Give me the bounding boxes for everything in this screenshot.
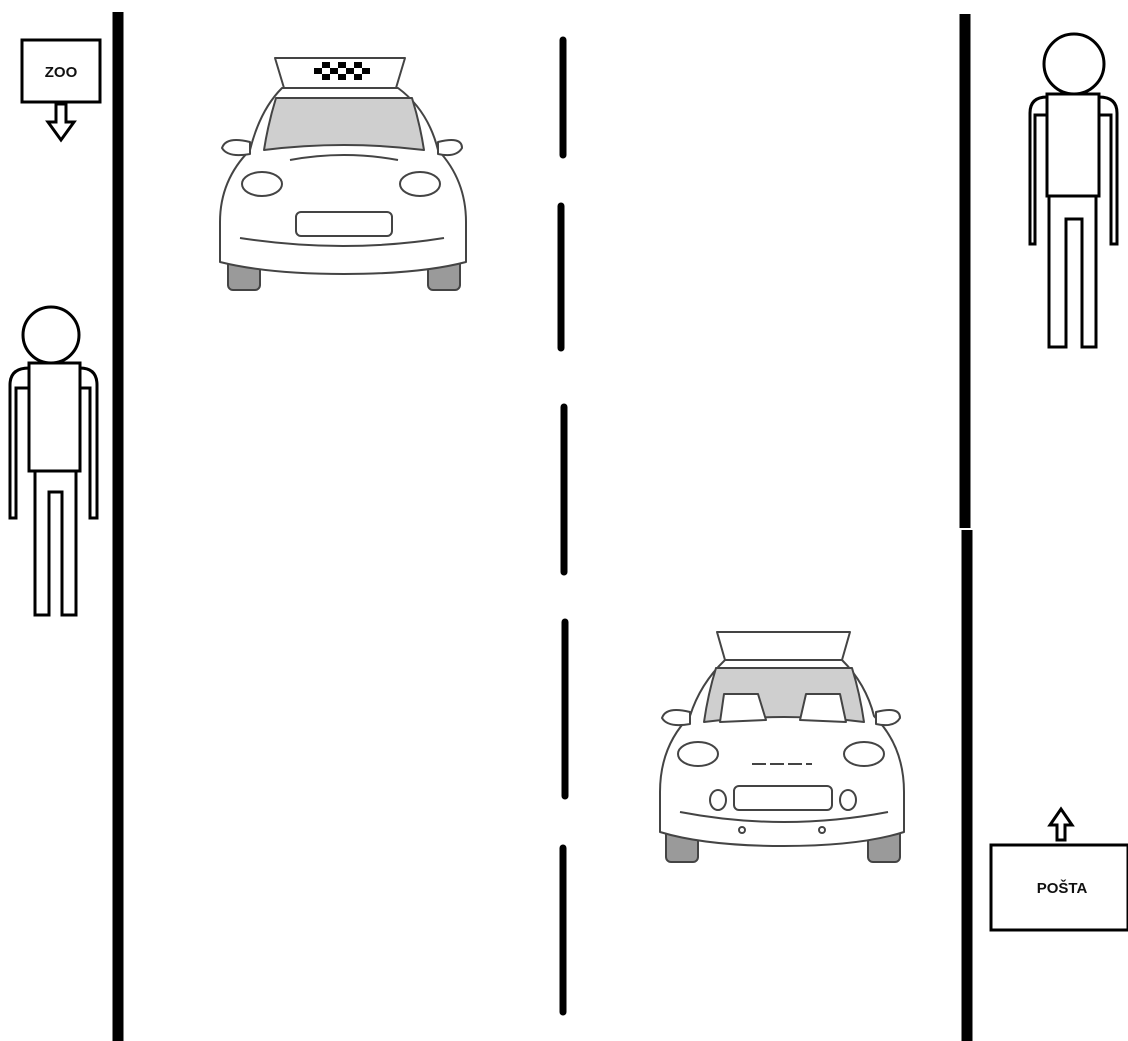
side-mirror — [661, 709, 691, 727]
seat — [799, 693, 847, 723]
seat — [719, 693, 767, 723]
side-mirror — [221, 139, 251, 157]
grille — [295, 211, 393, 237]
taxi-checker-pattern — [314, 62, 370, 80]
headlight — [241, 171, 283, 197]
zoo-sign: ZOO — [20, 38, 102, 143]
car — [659, 631, 905, 863]
center-dashed-line — [557, 36, 569, 1016]
windshield — [263, 97, 425, 151]
grille — [733, 785, 833, 811]
posta-sign: POŠTA — [989, 806, 1128, 932]
roof-rack — [716, 631, 851, 661]
pedestrian-head — [1042, 32, 1106, 96]
pedestrian-right — [1028, 32, 1119, 349]
pedestrian-head — [21, 305, 81, 365]
side-mirror — [875, 709, 901, 727]
fog-light — [839, 789, 857, 811]
headlight — [677, 741, 719, 767]
side-mirror — [437, 139, 463, 157]
headlight — [843, 741, 885, 767]
posta-sign-label: POŠTA — [1037, 879, 1088, 897]
zoo-sign-label: ZOO — [45, 64, 78, 81]
arrow-down-icon — [45, 102, 77, 143]
headlight — [399, 171, 441, 197]
road-edge-right — [959, 14, 973, 1041]
arrow-up-icon — [1047, 806, 1075, 842]
taxi-car — [219, 57, 467, 291]
pedestrian-left — [8, 305, 99, 617]
fog-light — [709, 789, 727, 811]
